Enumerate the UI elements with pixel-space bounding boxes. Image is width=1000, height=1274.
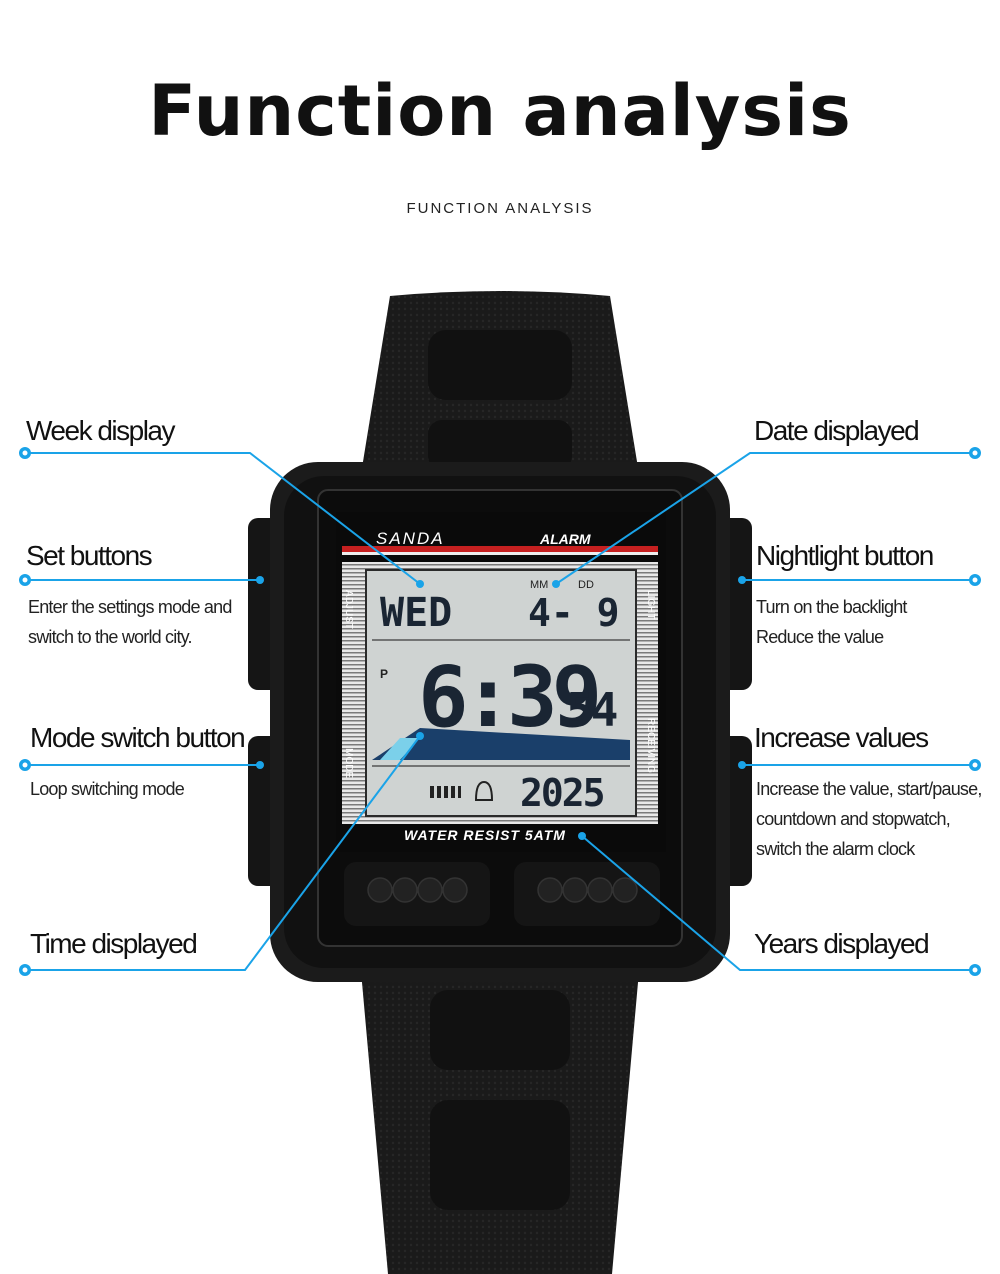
lcd-dd-label: DD [578,579,594,591]
mode-desc-line-1: Loop switching mode [30,779,185,799]
week-display-label: Week display [26,415,176,446]
side-light-text: LIGHT [645,590,656,619]
years-displayed-label: Years displayed [754,928,930,959]
mode-switch-label: Mode switch button [30,722,246,753]
nightlight-label: Nightlight button [756,540,934,571]
night-desc-line-2: Reduce the value [756,627,884,647]
callout-week [25,452,421,585]
alarm-text: ALARM [539,531,591,547]
lcd-date: 4- 9 [528,591,620,635]
time-displayed-label: Time displayed [30,928,198,959]
lcd-day: WED [380,590,452,636]
set-desc-line-2: switch to the world city. [28,627,193,647]
nightlight-desc: Turn on the backlight Reduce the value [756,592,907,652]
strap-top-link [428,330,572,400]
increase-values-desc: Increase the value, start/pause, countdo… [756,774,982,864]
side-adjust-text: ADJUST [343,590,354,629]
callout-date [555,452,975,585]
callout-years [581,835,975,971]
lcd-mm-label: MM [530,579,548,591]
increase-desc-line-3: switch the alarm clock [756,839,915,859]
side-mode-text: MODE [343,748,354,778]
lcd-year: 2025 [520,771,604,815]
set-buttons-desc: Enter the settings mode and switch to th… [28,592,232,652]
page-subtitle: FUNCTION ANALYSIS [406,200,594,217]
lcd-seconds: 54 [566,683,617,737]
set-buttons-label: Set buttons [26,540,153,571]
increase-desc-line-1: Increase the value, start/pause, [756,779,982,799]
increase-desc-line-2: countdown and stopwatch, [756,809,951,829]
side-receiving-text: RECEIVING [645,718,656,773]
lcd-screen [365,569,637,817]
mode-switch-desc: Loop switching mode [30,774,185,804]
water-resist-text: WATER RESIST 5ATM [404,827,566,843]
brand-text: SANDA [376,529,445,548]
set-desc-line-1: Enter the settings mode and [28,597,232,617]
night-desc-line-1: Turn on the backlight [756,597,907,617]
lcd-pm: P [380,667,388,681]
lcd-time: 6:39 [418,648,598,746]
strap-bottom-link [430,990,570,1070]
callout-time [25,735,421,971]
date-displayed-label: Date displayed [754,415,920,446]
increase-values-label: Increase values [754,722,929,753]
page-title: Function analysis [148,70,852,152]
